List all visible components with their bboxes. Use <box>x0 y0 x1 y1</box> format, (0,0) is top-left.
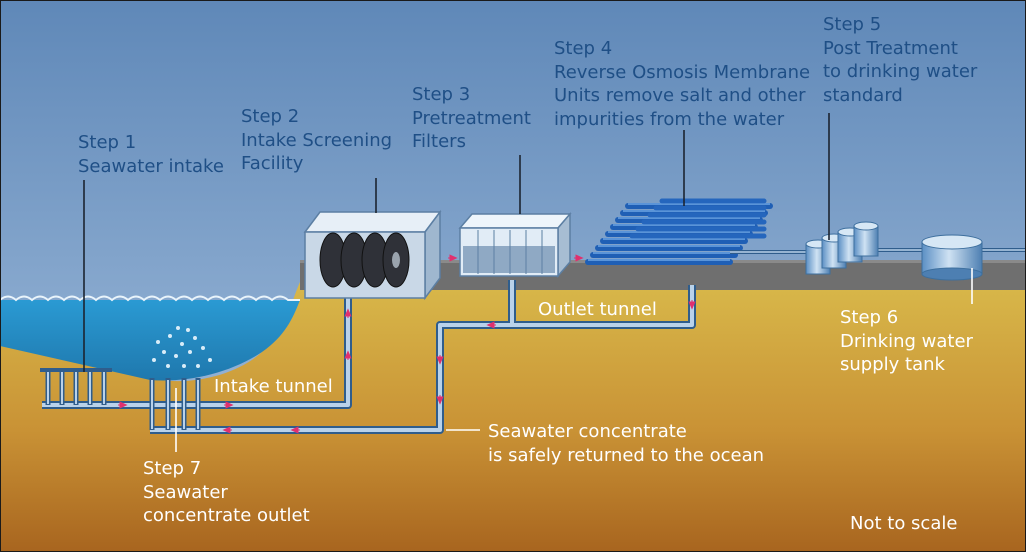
ro-membrane-stack <box>585 198 773 265</box>
drinking-water-tank <box>921 234 983 281</box>
step4-desc-line1: Reverse Osmosis Membrane <box>554 61 811 83</box>
step7-desc-line1: Seawater <box>143 481 228 503</box>
leader-lines-light <box>175 268 973 452</box>
step2-desc-line1: Intake Screening <box>241 129 393 151</box>
post-treatment-tanks <box>805 221 879 275</box>
step4-desc-line2: Units remove salt and other <box>554 85 806 106</box>
step1-desc: Seawater intake <box>78 155 224 177</box>
step2-title: Step 2 <box>241 106 300 127</box>
concentrate-line1: Seawater concentrate <box>488 421 687 442</box>
step2-desc-line2: Facility <box>241 153 304 174</box>
concentrate-bubbles <box>152 326 212 368</box>
step7-desc-line2: concentrate outlet <box>143 505 310 526</box>
sea-waves <box>0 295 300 302</box>
step6-desc-line1: Drinking water <box>840 330 973 352</box>
step2-label: Step 2 Intake Screening Facility <box>241 105 392 176</box>
intake-tunnel-label: Intake tunnel <box>214 376 333 397</box>
step3-label: Step 3 Pretreatment Filters <box>412 83 531 154</box>
concentrate-line2: is safely returned to the ocean <box>488 444 765 466</box>
step4-label: Step 4 Reverse Osmosis Membrane Units re… <box>554 37 810 131</box>
step5-desc-line2: to drinking water <box>823 61 978 82</box>
step1-label: Step 1 Seawater intake <box>78 131 224 178</box>
step6-title: Step 6 <box>840 307 899 328</box>
intake-screening-box <box>303 209 442 301</box>
step5-title: Step 5 <box>823 14 882 35</box>
ground <box>0 282 1026 552</box>
step5-desc-line3: standard <box>823 84 903 106</box>
leader-lines <box>83 113 830 372</box>
step5-label: Step 5 Post Treatment to drinking water … <box>823 13 977 107</box>
step4-title: Step 4 <box>554 38 613 59</box>
pretreatment-filters <box>458 211 572 279</box>
not-to-scale-note: Not to scale <box>850 513 958 534</box>
concentrate-label: Seawater concentrate is safely returned … <box>488 420 764 467</box>
step1-title: Step 1 <box>78 132 137 153</box>
step3-desc-line1: Pretreatment <box>412 107 531 129</box>
step7-title: Step 7 <box>143 458 202 479</box>
flow-arrows <box>118 254 696 434</box>
step7-label: Step 7 Seawater concentrate outlet <box>143 457 310 528</box>
step4-desc-line3: impurities from the water <box>554 108 785 130</box>
outlet-tunnel-label: Outlet tunnel <box>538 299 657 320</box>
sea <box>0 300 300 381</box>
step5-desc-line1: Post Treatment <box>823 37 958 59</box>
pipes <box>42 280 696 434</box>
step6-label: Step 6 Drinking water supply tank <box>840 306 973 377</box>
step6-desc-line2: supply tank <box>840 354 945 375</box>
step3-desc-line2: Filters <box>412 131 466 152</box>
step3-title: Step 3 <box>412 84 471 105</box>
